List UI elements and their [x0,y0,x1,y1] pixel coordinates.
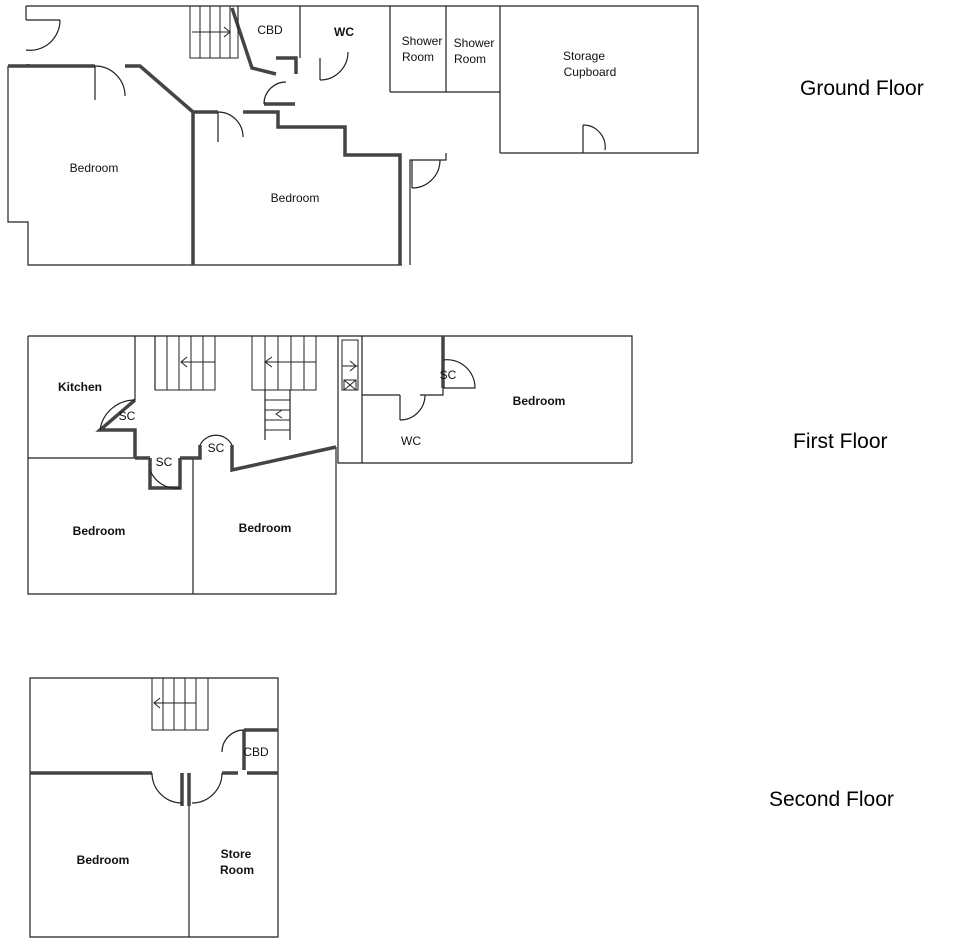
second-store-label-line1: Store [221,847,252,861]
first-thick-walls [95,336,445,490]
second-thick-walls [30,728,278,806]
ground-storage-label-line2: Cupboard [564,65,617,79]
first-door-kitchen-sc [99,399,136,431]
second-bedroom-label: Bedroom [77,853,130,867]
first-floor-plan: Kitchen SC SC SC SC WC Bedroom Bedroom B… [27,335,633,595]
second-door-store [191,772,223,804]
second-door-bedroom [151,772,183,804]
ground-shower1-label-line2: Room [402,50,434,64]
ground-wc-label: WC [334,25,354,39]
first-door-sc-mid [199,434,233,446]
second-door-cbd [221,729,245,753]
first-sc-right-label: SC [440,368,457,382]
first-wc-label: WC [401,434,421,448]
first-sc-mid-label: SC [208,441,225,455]
ground-thick-walls [8,7,402,265]
first-floor-title: First Floor [793,430,888,453]
ground-shower-walls [237,6,500,93]
second-cbd-label: CBD [243,745,269,759]
first-bedroom-left-label: Bedroom [73,524,126,538]
second-floor-title: Second Floor [769,788,894,811]
first-door-sc-right [442,359,476,389]
first-sc-left-label: SC [156,455,173,469]
first-door-sc-left [149,469,181,489]
ground-door-bedroom-left [94,65,126,100]
first-door-wc [399,394,426,421]
ground-door-wc [319,51,349,81]
second-outer-wall [29,677,279,938]
ground-shower2-label-line1: Shower [454,36,495,50]
first-stairs-right [341,339,359,391]
ground-stairs [189,5,239,59]
first-stairs-left [154,335,216,391]
ground-shower2-label-line2: Room [454,52,486,66]
ground-outer-wall [7,5,699,266]
ground-floor-title: Ground Floor [800,77,924,100]
ground-door-hall [263,81,287,105]
second-floor-plan: CBD Bedroom Store Room [29,677,279,938]
first-sc-kitchen-label: SC [119,409,136,423]
first-stairs-middle [251,335,317,431]
ground-bedroom-left-label: Bedroom [70,161,119,175]
ground-shower1-label-line1: Shower [402,34,443,48]
first-bedroom-right-label: Bedroom [513,394,566,408]
first-bedroom-mid-label: Bedroom [239,521,292,535]
ground-cbd-label: CBD [257,23,283,37]
first-kitchen-label: Kitchen [58,380,102,394]
ground-door-bedroom-mid [217,111,244,142]
second-stairs [151,677,209,731]
first-outer-wall [27,335,633,595]
second-store-label-line2: Room [220,863,254,877]
ground-floor-plan: CBD WC Shower Room Shower Room Storage C… [7,5,699,266]
ground-bedroom-mid-label: Bedroom [271,191,320,205]
ground-door-storage [582,124,606,153]
ground-door-entrance [25,19,61,51]
ground-storage-label-line1: Storage [563,49,605,63]
ground-door-rear [411,159,441,189]
